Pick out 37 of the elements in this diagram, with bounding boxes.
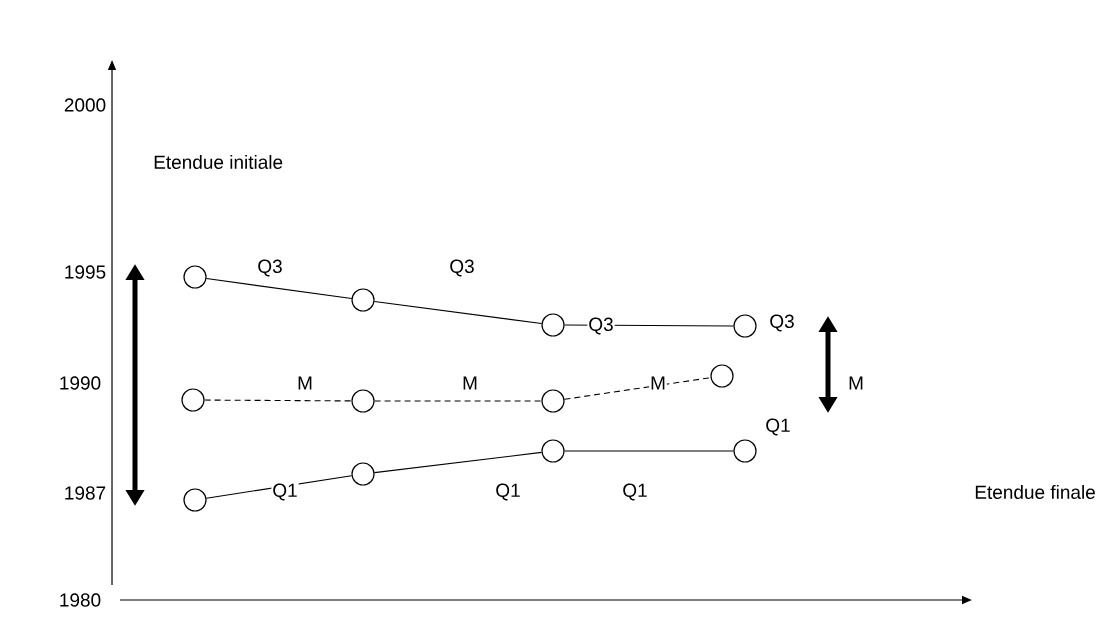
connector-line bbox=[373, 451, 543, 474]
circle-marker bbox=[710, 364, 734, 388]
connector-line bbox=[374, 400, 542, 402]
connector-line bbox=[205, 278, 353, 299]
circle-marker bbox=[183, 265, 207, 289]
axis-label: Q1 bbox=[273, 483, 297, 501]
axis-label: Q1 bbox=[496, 483, 520, 501]
axis-label: Q3 bbox=[450, 259, 474, 277]
axis-label: Etendue finale bbox=[975, 485, 1095, 499]
axis-label: M bbox=[463, 376, 477, 390]
axis-label: 1987 bbox=[65, 486, 106, 500]
axis-label: M bbox=[849, 376, 863, 390]
circle-marker bbox=[183, 488, 207, 512]
circle-marker bbox=[733, 314, 757, 338]
connector-line bbox=[373, 300, 543, 325]
axis-label: Q3 bbox=[589, 317, 613, 335]
circle-marker bbox=[351, 462, 375, 486]
connector-line bbox=[564, 450, 734, 452]
axis-label: 1995 bbox=[65, 265, 106, 279]
axis-label: M bbox=[298, 376, 312, 390]
connector-line bbox=[204, 399, 352, 402]
circle-marker bbox=[351, 389, 375, 413]
axis-label: 2000 bbox=[64, 98, 106, 112]
axis-label: M bbox=[651, 376, 665, 390]
axis-label: Q3 bbox=[770, 314, 794, 332]
circle-marker bbox=[733, 439, 757, 463]
axis-label: 1980 bbox=[60, 593, 101, 607]
axis-label: Q3 bbox=[258, 259, 282, 277]
circle-marker bbox=[351, 288, 375, 312]
axis-label: Etendue initiale bbox=[154, 155, 283, 169]
circle-marker bbox=[541, 389, 565, 413]
circle-marker bbox=[541, 439, 565, 463]
circle-marker bbox=[181, 388, 205, 412]
axis-label: 1990 bbox=[60, 376, 101, 390]
circle-marker bbox=[541, 313, 565, 337]
axis-label: Q1 bbox=[766, 418, 790, 436]
axis-label: Q1 bbox=[623, 483, 647, 501]
